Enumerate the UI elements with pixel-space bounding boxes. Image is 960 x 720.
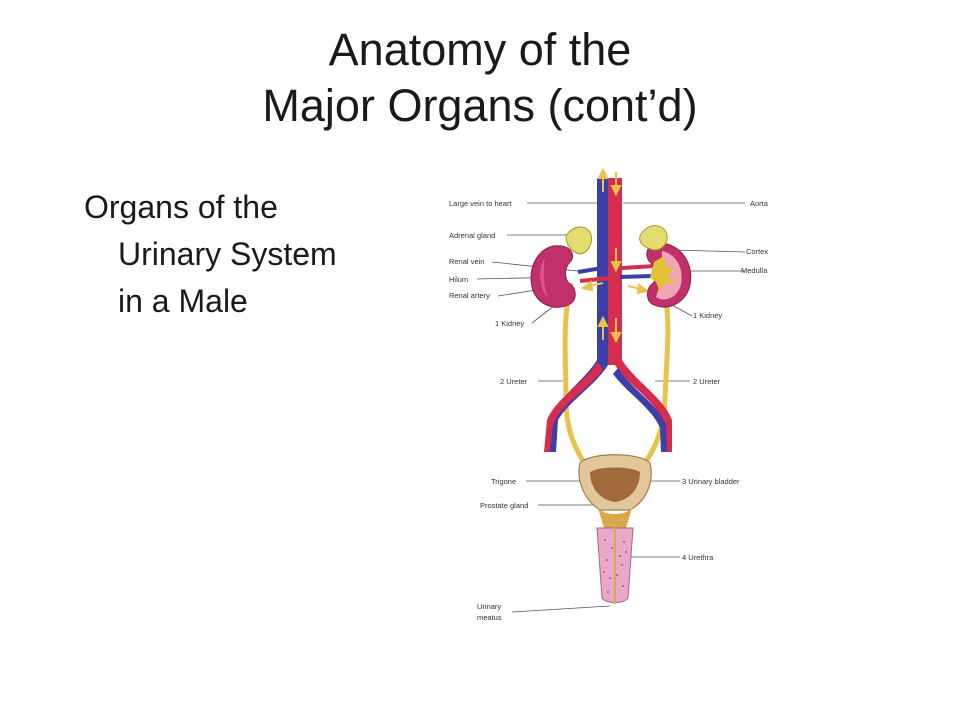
- label-prostate-gland: Prostate gland: [480, 501, 528, 510]
- urethra: [596, 520, 634, 604]
- renal-vessels: [577, 264, 656, 283]
- label-medulla: Medulla: [741, 266, 768, 275]
- left-labels: Large vein to heart Adrenal gland Renal …: [449, 199, 528, 622]
- page-title: Anatomy of the Major Organs (cont’d): [0, 22, 960, 134]
- urinary-bladder: [578, 454, 652, 528]
- renal-medulla: [650, 256, 676, 292]
- bullet-text: Organs of the Urinary System in a Male: [84, 184, 414, 325]
- label-right-ureter: 2 Ureter: [693, 377, 721, 386]
- bullet-line-2: Urinary System: [118, 236, 337, 272]
- flow-arrows: [580, 167, 650, 344]
- label-urinary: Urinary: [477, 602, 501, 611]
- label-renal-vein: Renal vein: [449, 257, 484, 266]
- left-kidney: [530, 245, 576, 308]
- label-adrenal-gland: Adrenal gland: [449, 231, 495, 240]
- label-left-ureter: 2 Ureter: [500, 377, 528, 386]
- label-cortex: Cortex: [746, 247, 768, 256]
- right-labels: Aorta Cortex Medulla 1 Kidney 2 Ureter 3…: [682, 199, 769, 562]
- label-urethra: 4 Urethra: [682, 553, 714, 562]
- right-adrenal-gland: [639, 225, 668, 251]
- left-iliac-artery: [544, 362, 603, 452]
- bullet-line-3: in a Male: [118, 283, 248, 319]
- left-adrenal-gland: [565, 226, 593, 255]
- label-urinary-bladder: 3 Urinary bladder: [682, 477, 740, 486]
- right-kidney: [646, 242, 692, 308]
- label-trigone: Trigone: [491, 477, 516, 486]
- label-hilum: Hilum: [449, 275, 468, 284]
- label-renal-artery: Renal artery: [449, 291, 490, 300]
- aorta: [608, 178, 672, 452]
- label-right-kidney: 1 Kidney: [693, 311, 722, 320]
- label-large-vein: Large vein to heart: [449, 199, 512, 208]
- right-iliac-vein: [613, 368, 667, 452]
- label-aorta: Aorta: [750, 199, 769, 208]
- title-line-1: Anatomy of the: [328, 24, 632, 75]
- bullet-line-1: Organs of the: [84, 189, 278, 225]
- vena-cava: [549, 178, 608, 452]
- label-left-kidney: 1 Kidney: [495, 319, 524, 328]
- label-meatus: meatus: [477, 613, 502, 622]
- title-line-2: Major Organs (cont’d): [262, 80, 698, 131]
